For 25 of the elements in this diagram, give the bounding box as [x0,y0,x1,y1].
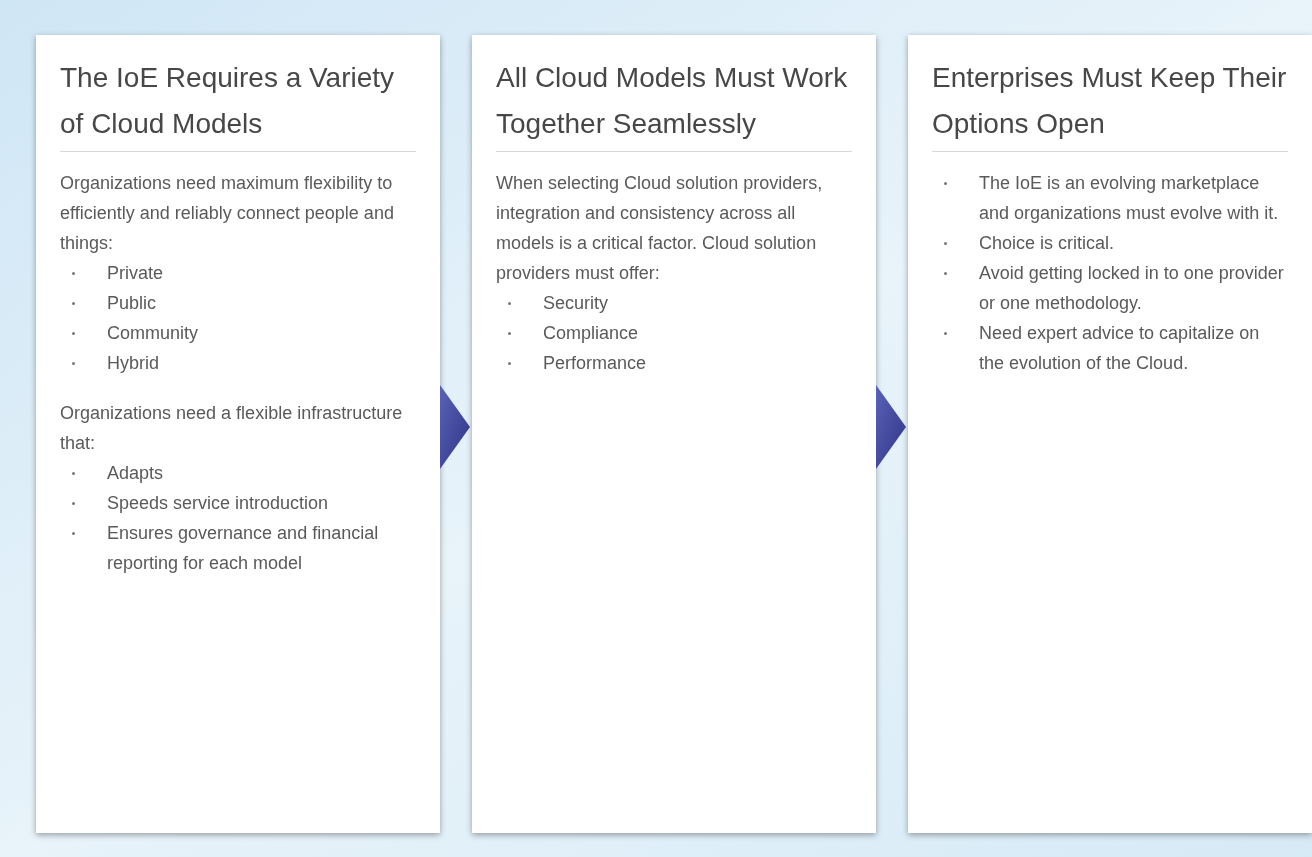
bullet-text: Community [107,322,199,345]
bullet-text: Performance [543,352,647,375]
body-text: Organizations need a flexible infrastructure that: [60,402,404,455]
bullet-text: Security [543,292,609,315]
card-heading: The IoE Requires a Variety of Cloud Models [60,55,416,152]
bullet-text: Private [107,262,164,285]
card-heading: All Cloud Models Must Work Together Seamlessly [496,55,852,152]
body-text: When selecting Cloud solution providers, integration and consistency across all models is a critical factor. Cloud solution providers must offer: [496,172,824,285]
bullet-text: Avoid getting locked in to one provider or one methodology. [979,262,1285,315]
bullet-text: Need expert advice to capitalize on the evolution of the Cloud. [979,322,1261,375]
bullet-text: Public [107,292,157,315]
bullet-text: Compliance [543,322,639,345]
bullet-text: The IoE is an evolving marketplace and organizations must evolve with it. [979,172,1280,225]
body-text: Organizations need maximum flexibility to efficiently and reliably connect people and things: [60,172,395,255]
bullet-text: Choice is critical. [979,232,1115,255]
chevron-arrow [440,385,470,469]
bullet-text: Ensures governance and financial reporting for each model [107,522,380,575]
bullet-text: Hybrid [107,352,159,375]
bullet-text: Adapts [107,462,164,485]
card-heading: Enterprises Must Keep Their Options Open [932,55,1288,152]
card [472,35,876,833]
bullet-text: Speeds service introduction [107,492,329,515]
card [908,35,1312,833]
card [36,35,440,833]
chevron-arrow [876,385,906,469]
